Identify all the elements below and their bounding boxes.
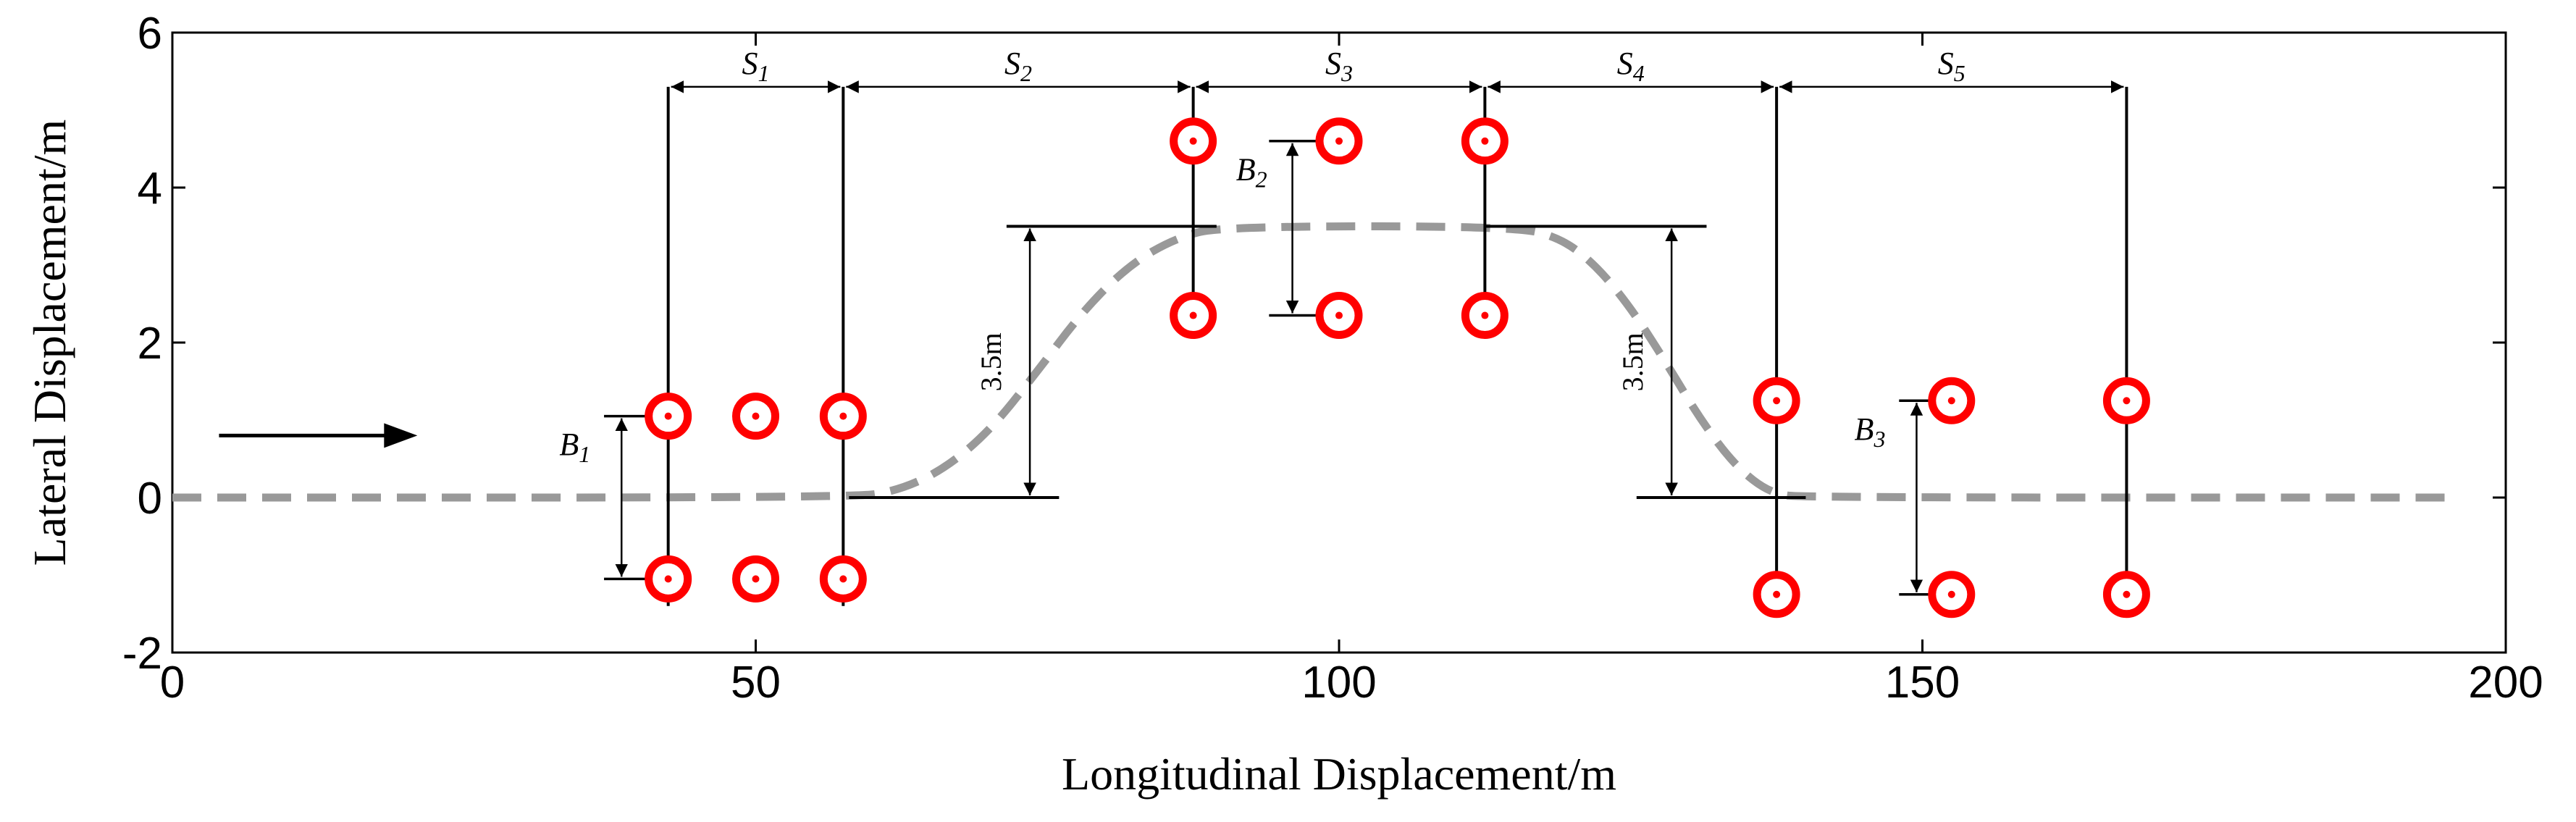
x-tick-label: 0 [160, 658, 185, 708]
cone-markers [645, 117, 2150, 618]
spacing-label: S3 [1325, 46, 1353, 86]
cone-marker-center [1481, 137, 1489, 145]
label-subscript: 5 [1954, 60, 1965, 86]
spacing-label: S5 [1938, 46, 1965, 86]
x-tick-label: 150 [1885, 658, 1960, 708]
label-subscript: 2 [1020, 60, 1032, 86]
cone-marker-center [1335, 137, 1343, 145]
cone-marker-center [664, 412, 672, 420]
cone-marker-center [1189, 137, 1197, 145]
y-tick-label: 0 [138, 474, 162, 524]
x-tick-label: 50 [731, 658, 781, 708]
width-label: B2 [1236, 151, 1267, 192]
x-tick-label: 100 [1301, 658, 1376, 708]
cone-marker-center [2123, 590, 2131, 598]
label-subscript: 3 [1341, 60, 1353, 86]
cone-marker-center [1947, 397, 1955, 405]
cone-marker-center [839, 575, 847, 583]
label-subscript: 4 [1633, 60, 1645, 86]
label-main: B [1855, 411, 1874, 447]
spacing-label: S1 [742, 46, 770, 86]
y-tick-label: -2 [122, 629, 162, 679]
y-tick-label: 4 [138, 164, 162, 214]
cone-marker-center [664, 575, 672, 583]
cone-marker-center [1773, 397, 1781, 405]
label-main: S [1938, 46, 1954, 81]
reference-path [172, 222, 2448, 502]
x-axis-label: Longitudinal Displacement/m [1062, 748, 1616, 800]
cone-marker-center [2123, 397, 2131, 405]
label-subscript: 1 [758, 60, 770, 86]
cone-marker-center [1481, 311, 1489, 319]
label-subscript: 3 [1873, 426, 1885, 452]
offset-label: 3.5m [975, 332, 1007, 391]
label-subscript: 2 [1256, 166, 1267, 192]
cone-marker-center [1335, 311, 1343, 319]
width-label: B3 [1855, 411, 1886, 452]
label-main: S [1325, 46, 1341, 81]
y-tick-label: 6 [138, 9, 162, 59]
label-main: S [1004, 46, 1020, 81]
spacing-label: S4 [1617, 46, 1645, 86]
width-label: B1 [559, 427, 590, 467]
cone-marker-center [1947, 590, 1955, 598]
cone-marker-center [752, 412, 760, 420]
label-main: B [1236, 151, 1256, 187]
y-tick-label: 2 [138, 319, 162, 369]
direction-arrow-head [384, 423, 418, 448]
label-main: S [742, 46, 758, 81]
y-axis-label: Lateral Displacement/m [24, 119, 75, 566]
label-main: S [1617, 46, 1633, 81]
offset-label: 3.5m [1616, 332, 1649, 391]
cone-marker-center [1189, 311, 1197, 319]
label-main: B [559, 427, 579, 462]
reference-path-line [172, 222, 2448, 502]
spacing-label: S2 [1004, 46, 1032, 86]
cone-marker-center [839, 412, 847, 420]
label-subscript: 1 [579, 441, 590, 467]
cone-marker-center [1773, 590, 1781, 598]
x-tick-label: 200 [2468, 658, 2543, 708]
cone-marker-center [752, 575, 760, 583]
